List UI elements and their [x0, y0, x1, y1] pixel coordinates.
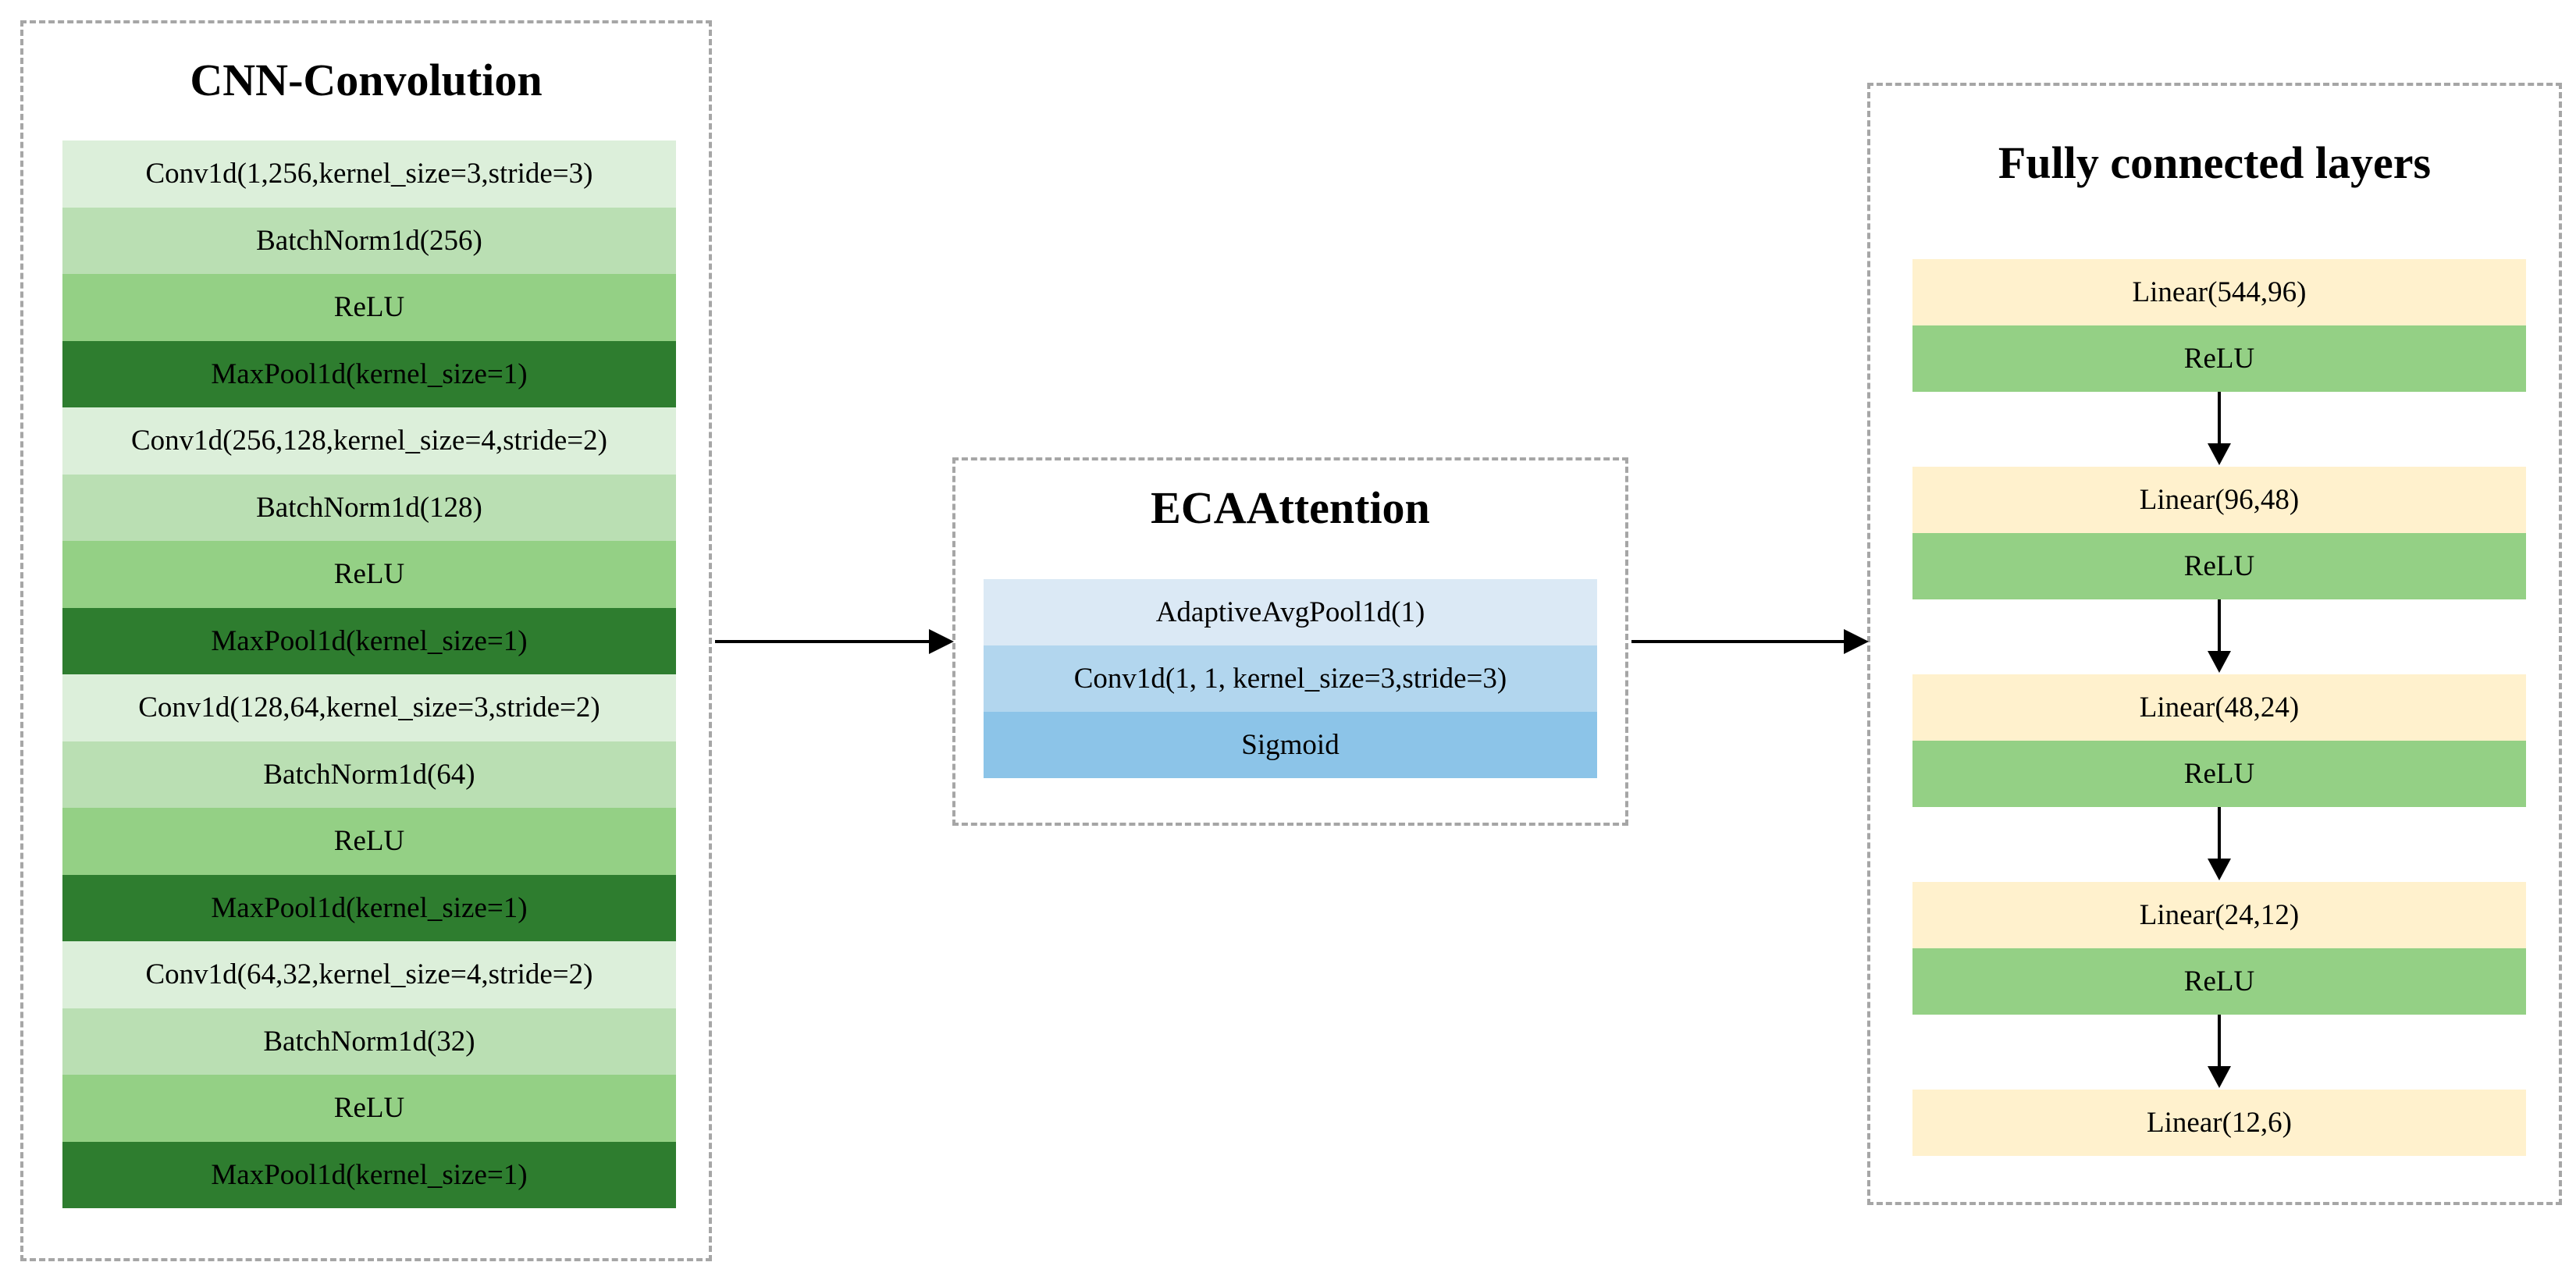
fc-arrow [2208, 392, 2231, 465]
cnn-layer-conv: Conv1d(256,128,kernel_size=4,stride=2) [62, 407, 676, 475]
eca-layer-stack: AdaptiveAvgPool1d(1)Conv1d(1, 1, kernel_… [984, 579, 1597, 778]
cnn-layer-relu: ReLU [62, 274, 676, 341]
cnn-layer-pool: MaxPool1d(kernel_size=1) [62, 607, 676, 674]
eca-attention-panel: ECAAttention AdaptiveAvgPool1d(1)Conv1d(… [952, 457, 1628, 826]
cnn-layer-conv: Conv1d(1,256,kernel_size=3,stride=3) [62, 140, 676, 208]
fc-relu-layer: ReLU [1912, 325, 2526, 392]
cnn-layer-conv: Conv1d(64,32,kernel_size=4,stride=2) [62, 941, 676, 1008]
cnn-layer-pool: MaxPool1d(kernel_size=1) [62, 874, 676, 941]
fc-linear-layer: Linear(96,48) [1912, 467, 2526, 533]
arrow-eca-to-fc [1631, 629, 1869, 654]
fc-panel-title: Fully connected layers [1998, 137, 2432, 188]
cnn-layer-pool: MaxPool1d(kernel_size=1) [62, 340, 676, 407]
fc-arrow [2208, 807, 2231, 880]
cnn-layer-bn: BatchNorm1d(256) [62, 207, 676, 274]
fc-relu-layer: ReLU [1912, 533, 2526, 599]
fc-linear-layer: Linear(12,6) [1912, 1090, 2526, 1156]
fc-linear-layer: Linear(544,96) [1912, 259, 2526, 325]
fully-connected-panel: Fully connected layers Linear(544,96)ReL… [1867, 83, 2562, 1205]
eca-layer: Conv1d(1, 1, kernel_size=3,stride=3) [984, 645, 1597, 712]
cnn-layer-bn: BatchNorm1d(64) [62, 741, 676, 808]
fc-relu-layer: ReLU [1912, 948, 2526, 1015]
cnn-layer-pool: MaxPool1d(kernel_size=1) [62, 1141, 676, 1208]
cnn-layer-relu: ReLU [62, 541, 676, 608]
fc-internal-arrows [2208, 392, 2231, 1088]
cnn-layer-stack: Conv1d(1,256,kernel_size=3,stride=3)Batc… [62, 140, 676, 1208]
cnn-layer-conv: Conv1d(128,64,kernel_size=3,stride=2) [62, 674, 676, 741]
eca-layer: Sigmoid [984, 712, 1597, 778]
fc-linear-layer: Linear(48,24) [1912, 674, 2526, 741]
cnn-layer-bn: BatchNorm1d(128) [62, 474, 676, 541]
fc-relu-layer: ReLU [1912, 741, 2526, 807]
fc-arrow [2208, 1015, 2231, 1088]
arrow-cnn-to-eca [715, 629, 954, 654]
cnn-panel-title: CNN-Convolution [190, 55, 543, 105]
cnn-layer-relu: ReLU [62, 1075, 676, 1142]
cnn-convolution-panel: CNN-Convolution Conv1d(1,256,kernel_size… [20, 20, 712, 1261]
eca-layer: AdaptiveAvgPool1d(1) [984, 579, 1597, 645]
fc-linear-layer: Linear(24,12) [1912, 882, 2526, 948]
eca-panel-title: ECAAttention [1151, 482, 1430, 533]
fc-arrow [2208, 599, 2231, 673]
cnn-layer-bn: BatchNorm1d(32) [62, 1008, 676, 1075]
cnn-layer-relu: ReLU [62, 808, 676, 875]
